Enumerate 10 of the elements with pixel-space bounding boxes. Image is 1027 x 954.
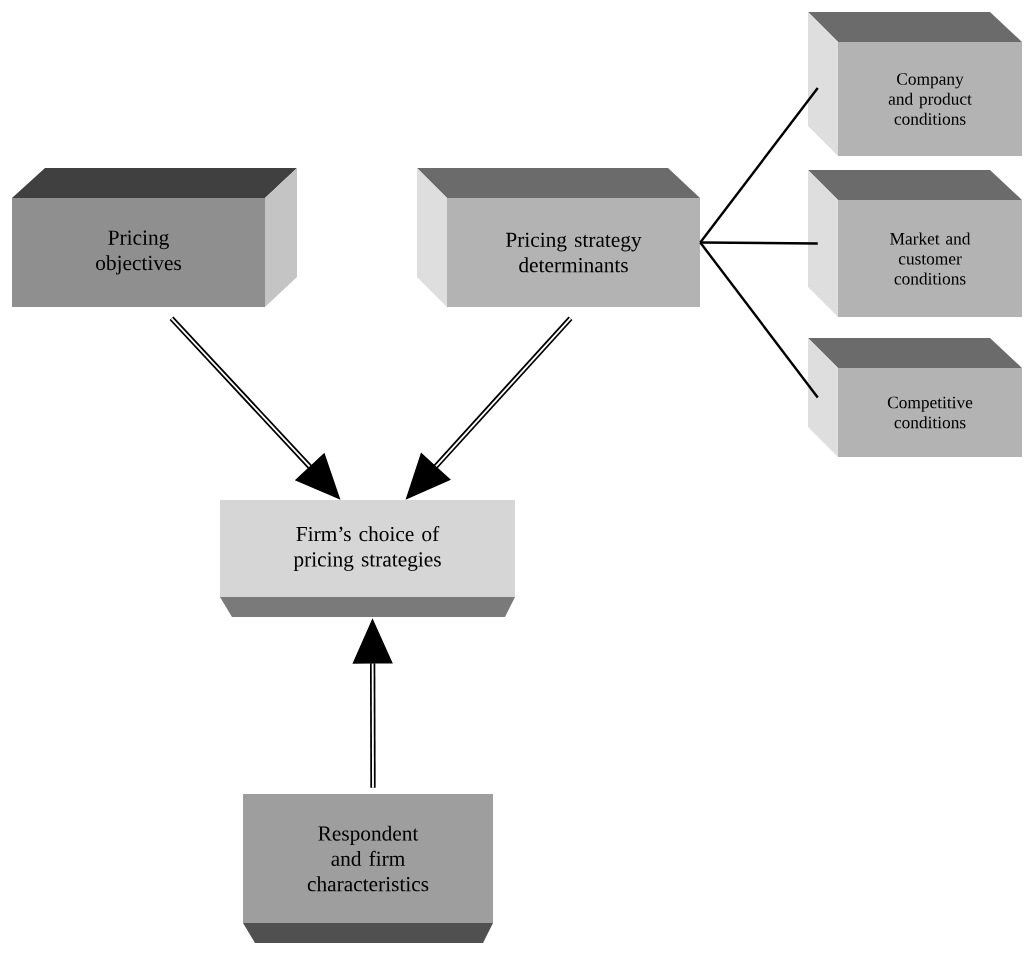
connector-line xyxy=(699,87,819,244)
box: Competitive conditions xyxy=(808,338,1022,457)
box: Company and product conditions xyxy=(808,12,1022,156)
box: Respondent and firm characteristics xyxy=(243,794,493,943)
connector-line xyxy=(699,241,819,399)
box: Firm’s choice of pricing strategies xyxy=(220,500,515,617)
connector-line xyxy=(700,241,818,245)
box: Market and customer conditions xyxy=(808,170,1022,317)
box: Pricing strategy determinants xyxy=(417,168,700,307)
box: Pricing objectives xyxy=(12,168,297,307)
